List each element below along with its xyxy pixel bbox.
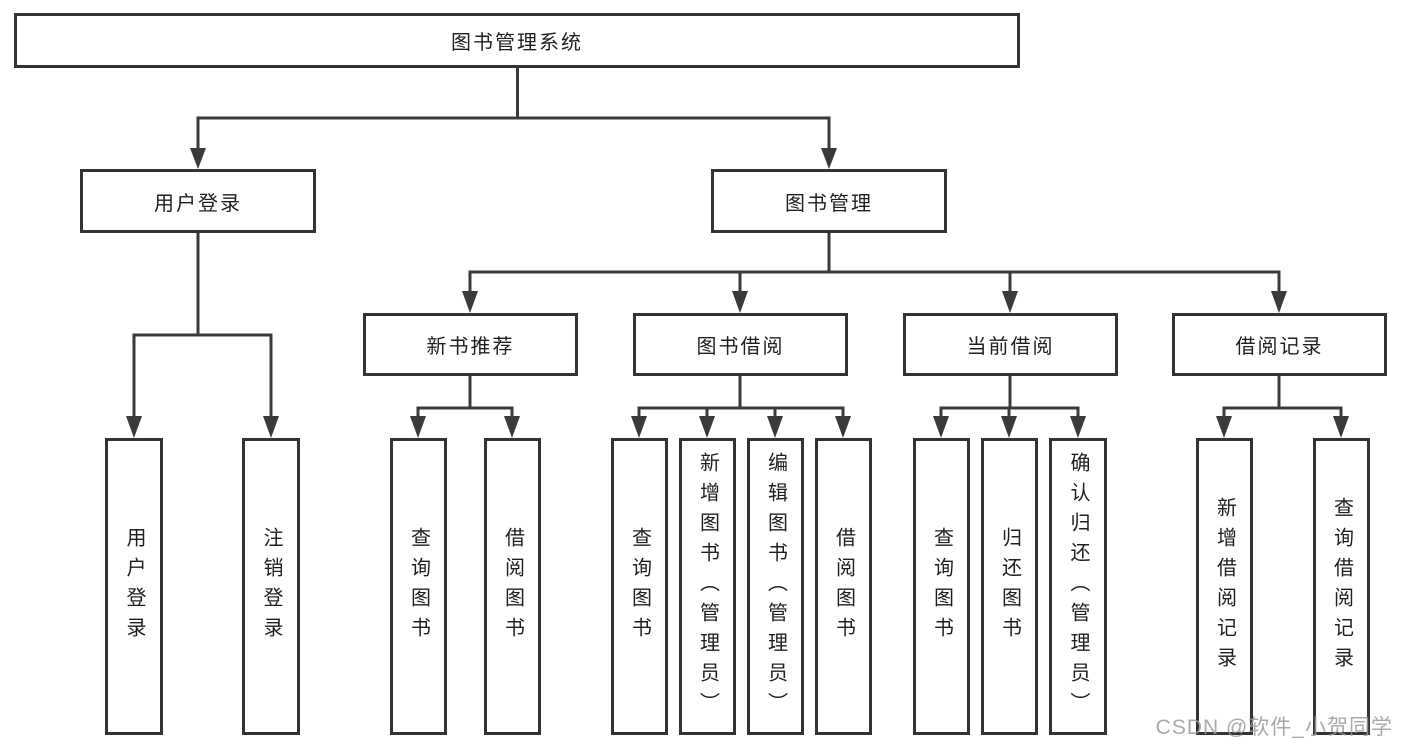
watermark: CSDN @软件_小贺同学 (1155, 716, 1393, 739)
node-borrow-records: 借阅记录 (1172, 313, 1387, 376)
leaf-edit-books-admin: 编辑图书（管理员） (747, 438, 804, 735)
arrowhead-icon (1001, 416, 1017, 438)
leaf-query-borrow-record: 查询借阅记录 (1313, 438, 1370, 735)
leaf-label: 查询图书 (930, 526, 953, 647)
node-user-login: 用户登录 (80, 169, 316, 233)
node-root: 图书管理系统 (14, 13, 1020, 68)
connector-path (132, 66, 1343, 422)
leaf-label: 编辑图书（管理员） (764, 451, 787, 722)
leaf-label: 查询图书 (628, 526, 651, 647)
arrowhead-icon (821, 148, 837, 169)
arrowhead-icon (126, 416, 142, 438)
leaf-logout: 注销登录 (242, 438, 300, 735)
leaf-borrow-books-recommend: 借阅图书 (484, 438, 541, 735)
arrowhead-icon (462, 291, 478, 313)
leaf-add-books-admin: 新增图书（管理员） (679, 438, 736, 735)
arrowhead-icon (1216, 416, 1232, 438)
arrowhead-icon (410, 416, 426, 438)
node-current-borrow: 当前借阅 (903, 313, 1118, 376)
arrowhead-icon (1271, 291, 1287, 313)
arrowhead-icon (767, 416, 783, 438)
leaf-return-books: 归还图书 (981, 438, 1038, 735)
arrowhead-icon (933, 416, 949, 438)
leaf-borrow-books: 借阅图书 (815, 438, 872, 735)
leaf-add-borrow-record: 新增借阅记录 (1196, 438, 1253, 735)
leaf-label: 查询借阅记录 (1330, 496, 1353, 677)
arrowhead-icon (263, 416, 279, 438)
arrowhead-icon (504, 416, 520, 438)
arrowhead-icon (699, 416, 715, 438)
leaf-label: 注销登录 (260, 526, 282, 647)
arrowhead-icon (1002, 291, 1018, 313)
leaf-label: 新增图书（管理员） (696, 451, 719, 722)
leaf-label: 确认归还（管理员） (1067, 451, 1089, 722)
arrowhead-icon (732, 291, 748, 313)
leaf-label: 借阅图书 (501, 526, 524, 647)
node-book-borrow: 图书借阅 (633, 313, 848, 376)
leaf-label: 归还图书 (998, 526, 1021, 647)
arrowhead-icon (631, 416, 647, 438)
leaf-query-books-recommend: 查询图书 (390, 438, 447, 735)
leaf-query-books-borrow: 查询图书 (611, 438, 668, 735)
node-book-management: 图书管理 (711, 169, 947, 233)
arrowhead-icon (190, 148, 206, 169)
arrowhead-icon (835, 416, 851, 438)
leaf-confirm-return-admin: 确认归还（管理员） (1049, 438, 1107, 735)
node-new-book-recommend: 新书推荐 (363, 313, 578, 376)
leaf-label: 查询图书 (407, 526, 430, 647)
leaf-query-books-current: 查询图书 (913, 438, 970, 735)
leaf-label: 新增借阅记录 (1213, 496, 1236, 677)
leaf-label: 借阅图书 (832, 526, 855, 647)
arrowhead-icon (1070, 416, 1086, 438)
leaf-label: 用户登录 (123, 526, 145, 647)
leaf-user-login: 用户登录 (105, 438, 163, 735)
arrowhead-icon (1333, 416, 1349, 438)
